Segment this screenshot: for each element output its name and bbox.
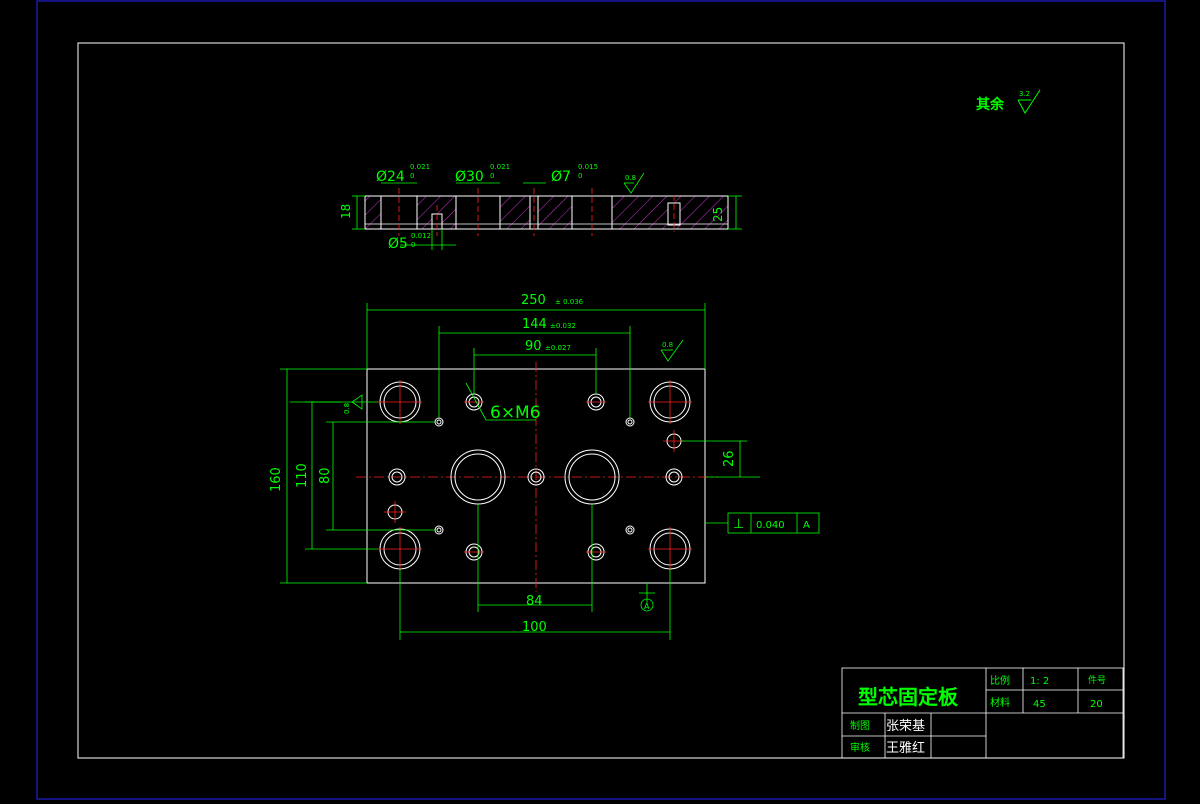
dim-dia30-tol-lower: 0 <box>490 172 494 180</box>
dim-height-25: 25 <box>711 207 725 222</box>
dim-offset-26: 26 <box>722 450 737 467</box>
dim-dia7-tol-lower: 0 <box>578 172 582 180</box>
part-no-label: 件号 <box>1088 674 1106 686</box>
dim-width-250: 250 <box>521 293 546 308</box>
dim-dia30-tol: 0.021 <box>490 163 510 171</box>
dim-width-250-tol: ± 0.036 <box>555 298 584 306</box>
plan-view: 250 ± 0.036 144 ±0.032 90 ±0.027 160 110… <box>269 293 820 640</box>
checked-name: 王雅红 <box>886 740 925 756</box>
material-value: 45 <box>1033 699 1046 710</box>
roughness-left: 0.8 <box>343 403 351 414</box>
dim-height-80: 80 <box>318 467 333 484</box>
section-roughness: 0.8 <box>625 174 636 182</box>
dim-dia24-tol-lower: 0 <box>410 172 414 180</box>
dim-dia24-tol: 0.021 <box>410 163 430 171</box>
part-no-value: 20 <box>1090 699 1103 710</box>
roughness-symbol-general <box>1017 89 1041 114</box>
general-roughness-label: 其余 <box>976 96 1005 113</box>
dim-width-144: 144 <box>522 317 547 332</box>
dim-dia5: Ø5 <box>388 236 408 252</box>
dim-width-90-tol: ±0.027 <box>545 344 571 352</box>
tolerance-symbol: ⊥ <box>733 517 744 532</box>
drawn-name: 张荣基 <box>886 719 925 734</box>
scale-value: 1: 2 <box>1030 676 1049 687</box>
dim-dia7-tol: 0.015 <box>578 163 598 171</box>
section-view: Ø24 0.021 0 Ø30 0.021 0 Ø7 0.015 0 Ø5 0.… <box>339 163 742 252</box>
tolerance-datum: A <box>803 520 810 531</box>
general-roughness-value: 3.2 <box>1019 90 1030 98</box>
dim-dia5-tol-lower: 0 <box>411 241 415 249</box>
dim-height-160: 160 <box>269 467 284 492</box>
drawing-frame <box>77 42 1125 759</box>
material-label: 材料 <box>990 696 1010 709</box>
thread-callout: 6×M6 <box>490 403 541 423</box>
dim-bottom-84: 84 <box>526 594 543 609</box>
scale-label: 比例 <box>990 674 1010 687</box>
roughness-top: 0.8 <box>662 341 673 349</box>
dim-dia24: Ø24 <box>376 169 405 185</box>
checked-label: 审核 <box>850 741 870 754</box>
section-bore-30-right <box>571 195 613 230</box>
dim-height-110: 110 <box>295 463 310 488</box>
svg-text:A: A <box>644 602 650 611</box>
drawn-label: 制图 <box>850 719 870 732</box>
dim-dia5-tol: 0.012 <box>411 232 431 240</box>
dim-dia30: Ø30 <box>455 169 484 185</box>
dim-dia7: Ø7 <box>551 169 571 185</box>
dim-width-90: 90 <box>525 339 542 354</box>
outer-sheet-border <box>36 0 1166 800</box>
dim-bottom-100: 100 <box>522 620 547 635</box>
tolerance-value: 0.040 <box>756 520 785 531</box>
dim-height-18: 18 <box>339 204 353 219</box>
tolerance-frame: ⊥ 0.040 A <box>727 512 820 534</box>
dim-width-144-tol: ±0.032 <box>550 322 576 330</box>
title-block <box>841 667 1124 759</box>
part-name: 型芯固定板 <box>858 685 959 709</box>
